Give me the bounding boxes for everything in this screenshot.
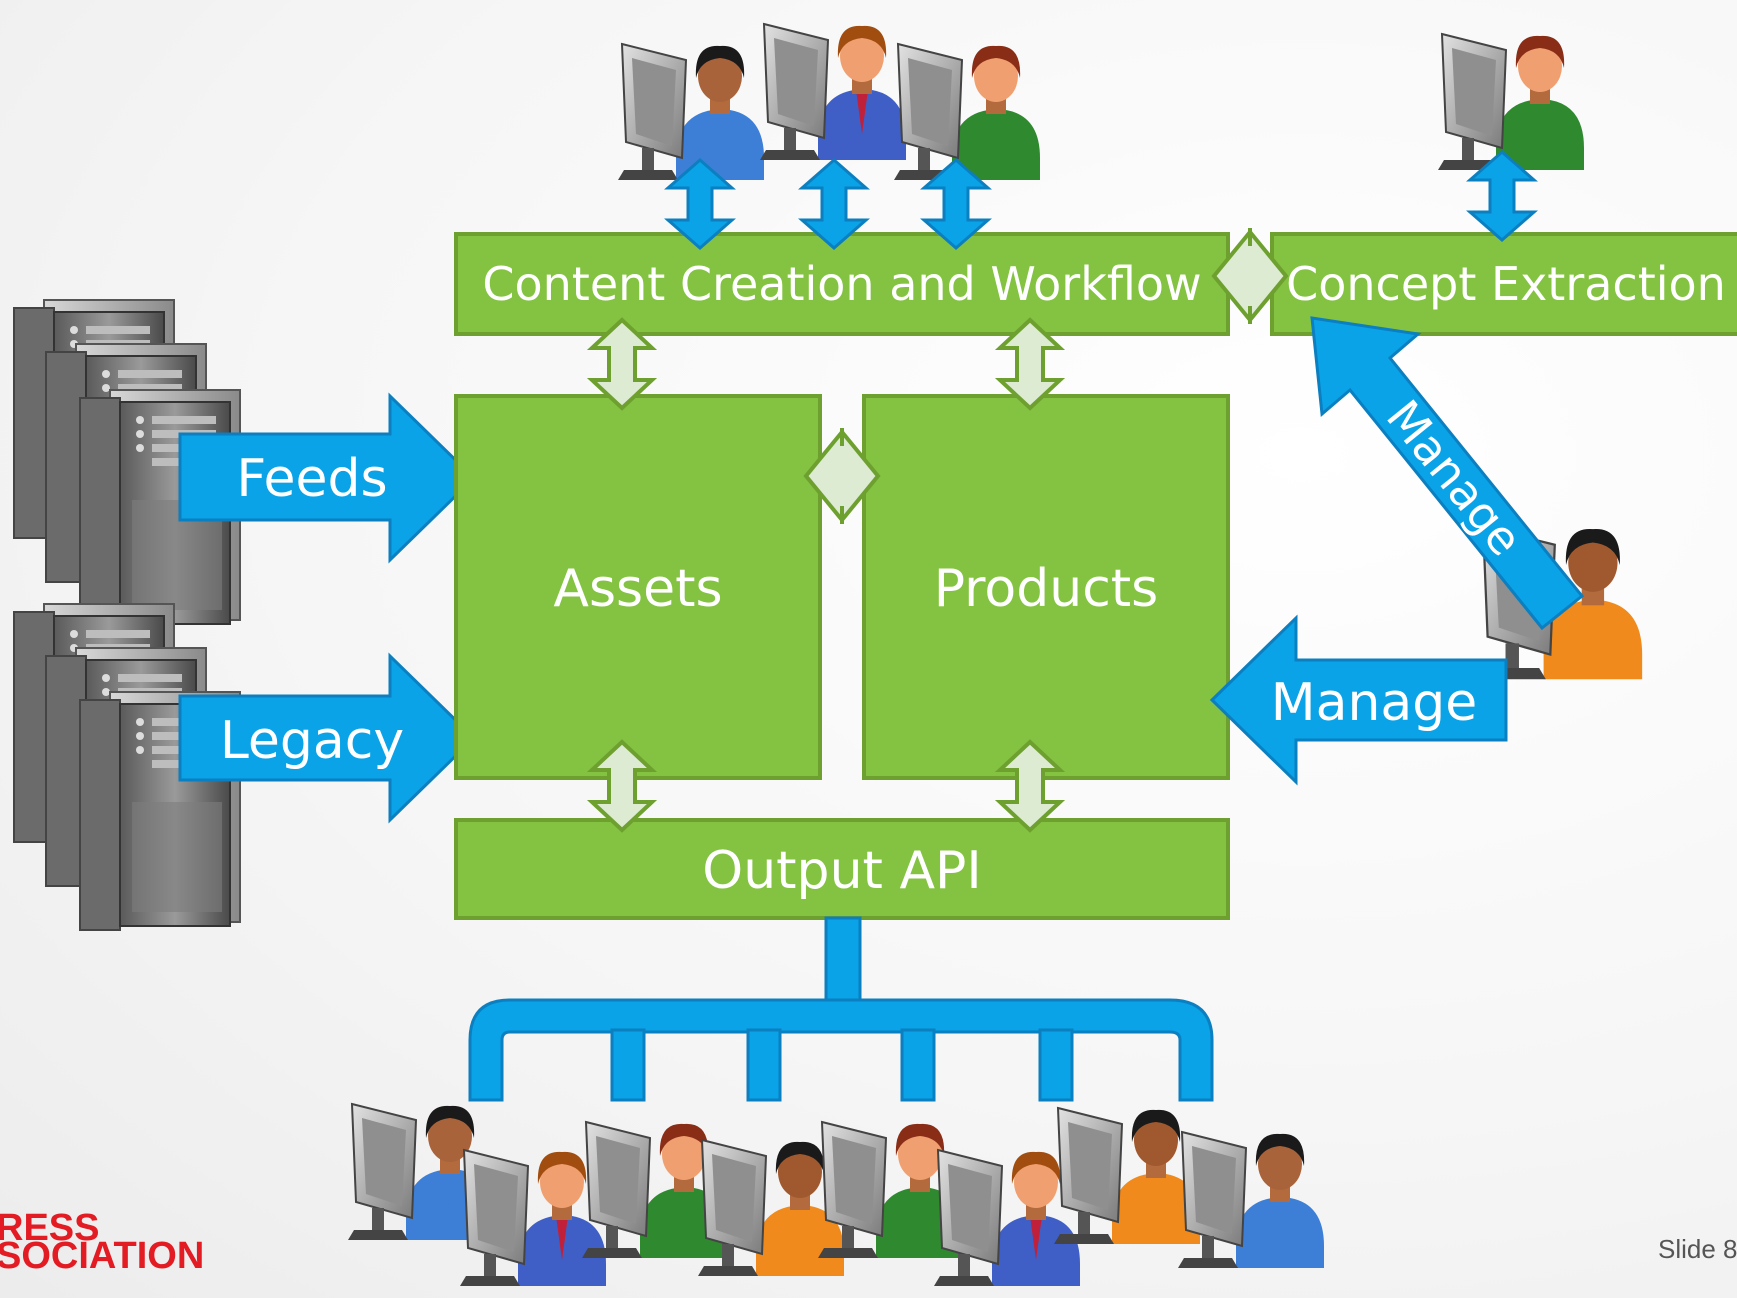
feeds-arrow [178, 392, 477, 564]
user-at-computer-icon [893, 43, 1041, 181]
manage-diagonal-label: Manage [1376, 390, 1533, 566]
user-at-computer-icon [933, 1149, 1081, 1287]
content-creation-box [454, 232, 1230, 336]
logo-line1: RESS [0, 1207, 99, 1249]
logo-line2: SOCIATION [0, 1235, 204, 1277]
user-at-computer-icon [617, 43, 765, 181]
user-at-computer-icon [759, 23, 907, 161]
slide-number: Slide 8 [1658, 1234, 1737, 1264]
legacy-arrow [178, 652, 477, 824]
manage-horizontal-label: Manage [1271, 673, 1478, 733]
output-api-box [454, 818, 1230, 920]
products-box [862, 394, 1230, 780]
user-at-computer-icon [1437, 33, 1585, 171]
output-api-label: Output API [702, 841, 981, 901]
content-creation-label: Content Creation and Workflow [482, 257, 1201, 311]
user-at-computer-icon [1053, 1107, 1201, 1245]
output-distribution-tree [468, 916, 1214, 1102]
manage-diagonal-arrow [1310, 316, 1585, 631]
assets-label: Assets [553, 559, 722, 619]
user-at-computer-icon [459, 1149, 607, 1287]
products-label: Products [934, 559, 1159, 619]
concept-extraction-label: Concept Extraction [1286, 257, 1726, 311]
manage-horizontal-arrow [1209, 614, 1508, 786]
legacy-label: Legacy [220, 711, 404, 771]
user-at-computer-icon [1177, 1131, 1325, 1269]
assets-box [454, 394, 822, 780]
feeds-label: Feeds [236, 449, 387, 509]
